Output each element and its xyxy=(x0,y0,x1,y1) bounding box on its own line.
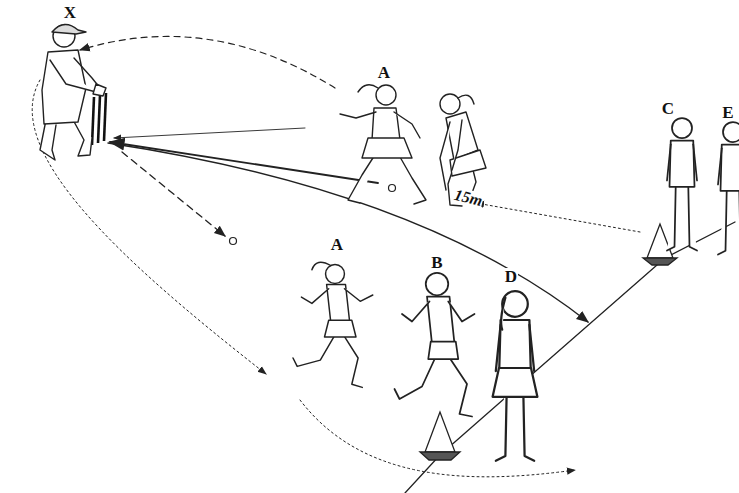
player-label: A xyxy=(330,236,344,253)
return-arc xyxy=(80,36,335,88)
run-path xyxy=(300,400,575,477)
field-line xyxy=(405,222,735,493)
cone xyxy=(420,412,460,460)
player-label: D xyxy=(504,268,518,285)
ball xyxy=(389,185,396,192)
wicketkeeper-figure xyxy=(40,24,106,160)
thrower-figure xyxy=(340,85,426,204)
throw-arrow xyxy=(114,128,305,138)
player-label: B xyxy=(430,254,443,271)
runner-figure xyxy=(395,273,475,417)
standing-figure xyxy=(667,118,697,251)
player-label: E xyxy=(721,104,734,121)
run-path xyxy=(476,203,640,232)
player-label: C xyxy=(661,100,675,117)
throw-arrow xyxy=(110,142,378,183)
player-label: A xyxy=(377,64,391,81)
stumps xyxy=(92,93,106,145)
run-path xyxy=(32,80,266,374)
roll-arrow xyxy=(122,152,225,236)
standing-figure xyxy=(718,122,739,255)
runner-figure xyxy=(293,262,373,387)
ball xyxy=(230,238,237,245)
player-label: X xyxy=(63,4,77,21)
standing-figure xyxy=(493,291,538,461)
distance-line xyxy=(108,143,588,322)
